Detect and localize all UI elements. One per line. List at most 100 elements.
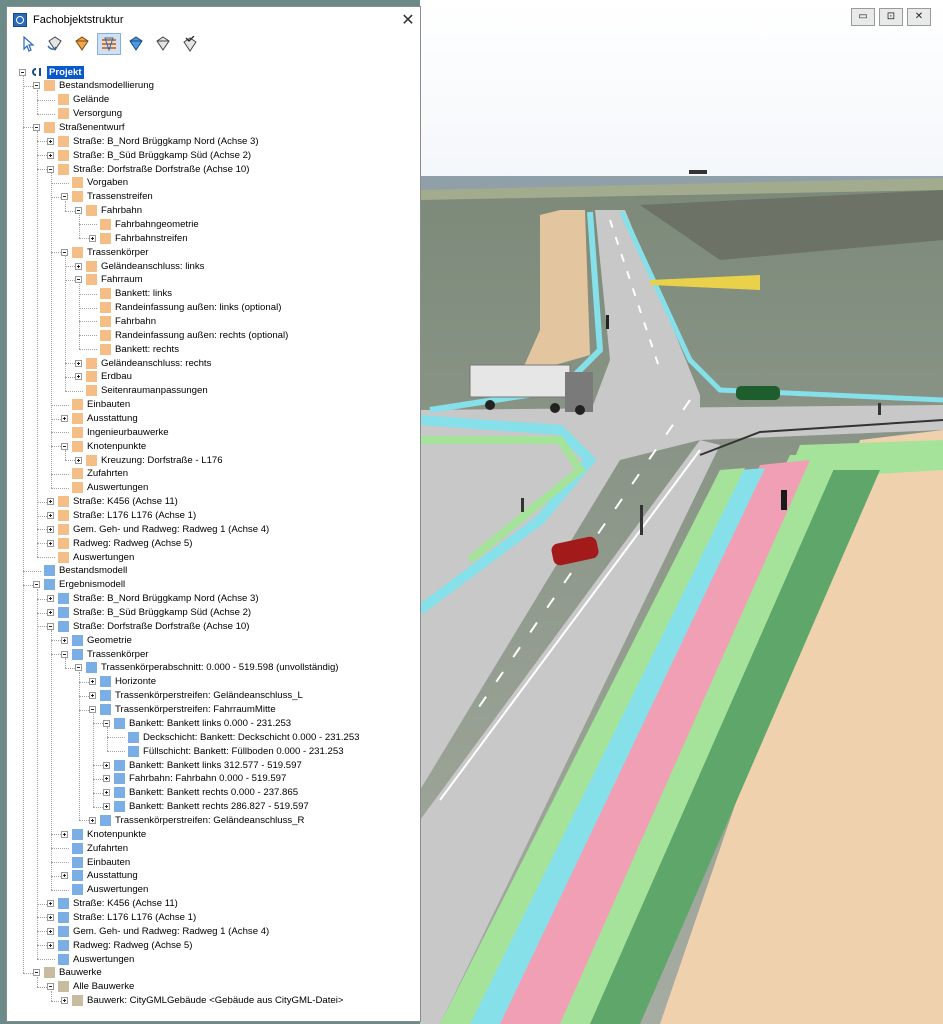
close-panel-button[interactable]: ✕ xyxy=(401,10,415,29)
expand-icon[interactable] xyxy=(47,539,54,547)
expand-icon[interactable] xyxy=(47,900,54,908)
collapse-icon[interactable] xyxy=(19,68,26,76)
tree-item[interactable]: Auswertungen xyxy=(61,481,148,495)
tree-item[interactable]: Geländeanschluss: rechts xyxy=(75,356,211,370)
collapse-icon[interactable] xyxy=(33,123,40,131)
tree-item[interactable]: Straße: Dorfstraße Dorfstraße (Achse 10) xyxy=(47,619,249,633)
tree-item[interactable]: Straße: L176 L176 (Achse 1) xyxy=(47,509,196,523)
tree-item[interactable]: Ingenieurbauwerke xyxy=(61,425,169,439)
tree-item[interactable]: Straße: K456 (Achse 11) xyxy=(47,495,178,509)
collapse-icon[interactable] xyxy=(61,442,68,450)
expand-icon[interactable] xyxy=(75,373,82,381)
collapse-icon[interactable] xyxy=(61,248,68,256)
expand-icon[interactable] xyxy=(61,872,68,880)
expand-icon[interactable] xyxy=(61,830,68,838)
tree-item[interactable]: Straßenentwurf xyxy=(33,120,125,134)
tree-item[interactable]: Trassenkörperstreifen: Geländeanschluss_… xyxy=(89,813,304,827)
expand-icon[interactable] xyxy=(47,498,54,506)
tree-item[interactable]: Ergebnismodell xyxy=(33,578,125,592)
tree-item[interactable]: Zufahrten xyxy=(61,841,128,855)
tree-item[interactable]: Trassenstreifen xyxy=(61,190,153,204)
tree-item[interactable]: Geländeanschluss: links xyxy=(75,259,204,273)
tree-item[interactable]: Straße: Dorfstraße Dorfstraße (Achse 10) xyxy=(47,162,249,176)
expand-icon[interactable] xyxy=(103,789,110,797)
close-window-button[interactable]: ✕ xyxy=(907,8,931,26)
diamond-blue-icon[interactable] xyxy=(125,34,147,54)
tree-item[interactable]: Trassenkörper xyxy=(61,245,149,259)
collapse-icon[interactable] xyxy=(75,664,82,672)
tree-item[interactable]: Straße: B_Nord Brüggkamp Nord (Achse 3) xyxy=(47,134,259,148)
expand-icon[interactable] xyxy=(75,359,82,367)
select-pointer-icon[interactable] xyxy=(17,34,39,54)
tree-item[interactable]: Projekt xyxy=(19,65,84,79)
collapse-icon[interactable] xyxy=(61,193,68,201)
tree-item[interactable]: Randeinfassung außen: rechts (optional) xyxy=(89,328,288,342)
tree-item[interactable]: Straße: L176 L176 (Achse 1) xyxy=(47,910,196,924)
expand-icon[interactable] xyxy=(47,913,54,921)
expand-icon[interactable] xyxy=(47,151,54,159)
tree-item[interactable]: Geometrie xyxy=(61,633,132,647)
tree-item[interactable]: Fahrbahnstreifen xyxy=(89,231,188,245)
tree-item[interactable]: Kreuzung: Dorfstraße - L176 xyxy=(75,453,223,467)
tree-item[interactable]: Auswertungen xyxy=(47,952,134,966)
tree-item[interactable]: Zufahrten xyxy=(61,467,128,481)
expand-icon[interactable] xyxy=(47,525,54,533)
tree-item[interactable]: Bankett: Bankett rechts 0.000 - 237.865 xyxy=(103,786,298,800)
tree-item[interactable]: Gem. Geh- und Radweg: Radweg 1 (Achse 4) xyxy=(47,522,269,536)
expand-icon[interactable] xyxy=(47,137,54,145)
tree-item[interactable]: Trassenkörperstreifen: Geländeanschluss_… xyxy=(89,689,303,703)
tree-item[interactable]: Auswertungen xyxy=(47,550,134,564)
tree-item[interactable]: Bankett: links xyxy=(89,287,172,301)
tree-item[interactable]: Gem. Geh- und Radweg: Radweg 1 (Achse 4) xyxy=(47,924,269,938)
expand-icon[interactable] xyxy=(89,234,96,242)
tree-item[interactable]: Horizonte xyxy=(89,675,156,689)
link-diamond-icon[interactable] xyxy=(44,34,66,54)
tree-item[interactable]: Bankett: Bankett rechts 286.827 - 519.59… xyxy=(103,800,309,814)
tree-item[interactable]: Einbauten xyxy=(61,398,130,412)
expand-icon[interactable] xyxy=(47,609,54,617)
collapse-icon[interactable] xyxy=(33,581,40,589)
tree-item[interactable]: Trassenkörperabschnitt: 0.000 - 519.598 … xyxy=(75,661,339,675)
panel-titlebar[interactable]: Fachobjektstruktur ✕ xyxy=(7,7,420,32)
tree-item[interactable]: Bankett: Bankett links 312.577 - 519.597 xyxy=(103,758,302,772)
diamond-layers-icon[interactable] xyxy=(97,33,121,55)
expand-icon[interactable] xyxy=(61,997,68,1005)
tree-item[interactable]: Füllschicht: Bankett: Füllboden 0.000 - … xyxy=(117,744,344,758)
expand-icon[interactable] xyxy=(47,512,54,520)
expand-icon[interactable] xyxy=(61,415,68,422)
expand-icon[interactable] xyxy=(103,775,110,783)
tree-item[interactable]: Bauwerk: CityGMLGebäude <Gebäude aus Cit… xyxy=(61,994,344,1008)
minimize-button[interactable]: ▭ xyxy=(851,8,875,26)
tree-item[interactable]: Knotenpunkte xyxy=(61,439,146,453)
tree-item[interactable]: Gelände xyxy=(47,93,109,107)
tree-item[interactable]: Bestandsmodell xyxy=(33,564,127,578)
diamond-check-icon[interactable] xyxy=(179,34,201,54)
collapse-icon[interactable] xyxy=(33,82,40,90)
expand-icon[interactable] xyxy=(61,636,68,644)
tree-item[interactable]: Bestandsmodellierung xyxy=(33,79,154,93)
expand-icon[interactable] xyxy=(103,761,110,769)
tree-item[interactable]: Ausstattung xyxy=(61,869,138,883)
tree-item[interactable]: Bankett: Bankett links 0.000 - 231.253 xyxy=(103,716,291,730)
collapse-icon[interactable] xyxy=(89,706,96,714)
tree-item[interactable]: Fahrbahn xyxy=(89,314,156,328)
diamond-gray-icon[interactable] xyxy=(152,34,174,54)
expand-icon[interactable] xyxy=(89,692,96,700)
collapse-icon[interactable] xyxy=(47,165,54,173)
tree-item[interactable]: Einbauten xyxy=(61,855,130,869)
tree-item[interactable]: Straße: B_Nord Brüggkamp Nord (Achse 3) xyxy=(47,592,259,606)
tree-item[interactable]: Alle Bauwerke xyxy=(47,980,134,994)
tree-item[interactable]: Knotenpunkte xyxy=(61,827,146,841)
tree-item[interactable]: Bankett: rechts xyxy=(89,342,179,356)
tree-item[interactable]: Vorgaben xyxy=(61,176,128,190)
tree-item[interactable]: Trassenkörper xyxy=(61,647,149,661)
tree-item[interactable]: Ausstattung xyxy=(61,412,138,426)
expand-icon[interactable] xyxy=(47,941,54,949)
collapse-icon[interactable] xyxy=(103,719,110,727)
tree-item[interactable]: Radweg: Radweg (Achse 5) xyxy=(47,536,192,550)
diamond-filter-icon[interactable] xyxy=(71,34,93,54)
expand-icon[interactable] xyxy=(47,595,54,603)
tree-item[interactable]: Fahrraum xyxy=(75,273,143,287)
